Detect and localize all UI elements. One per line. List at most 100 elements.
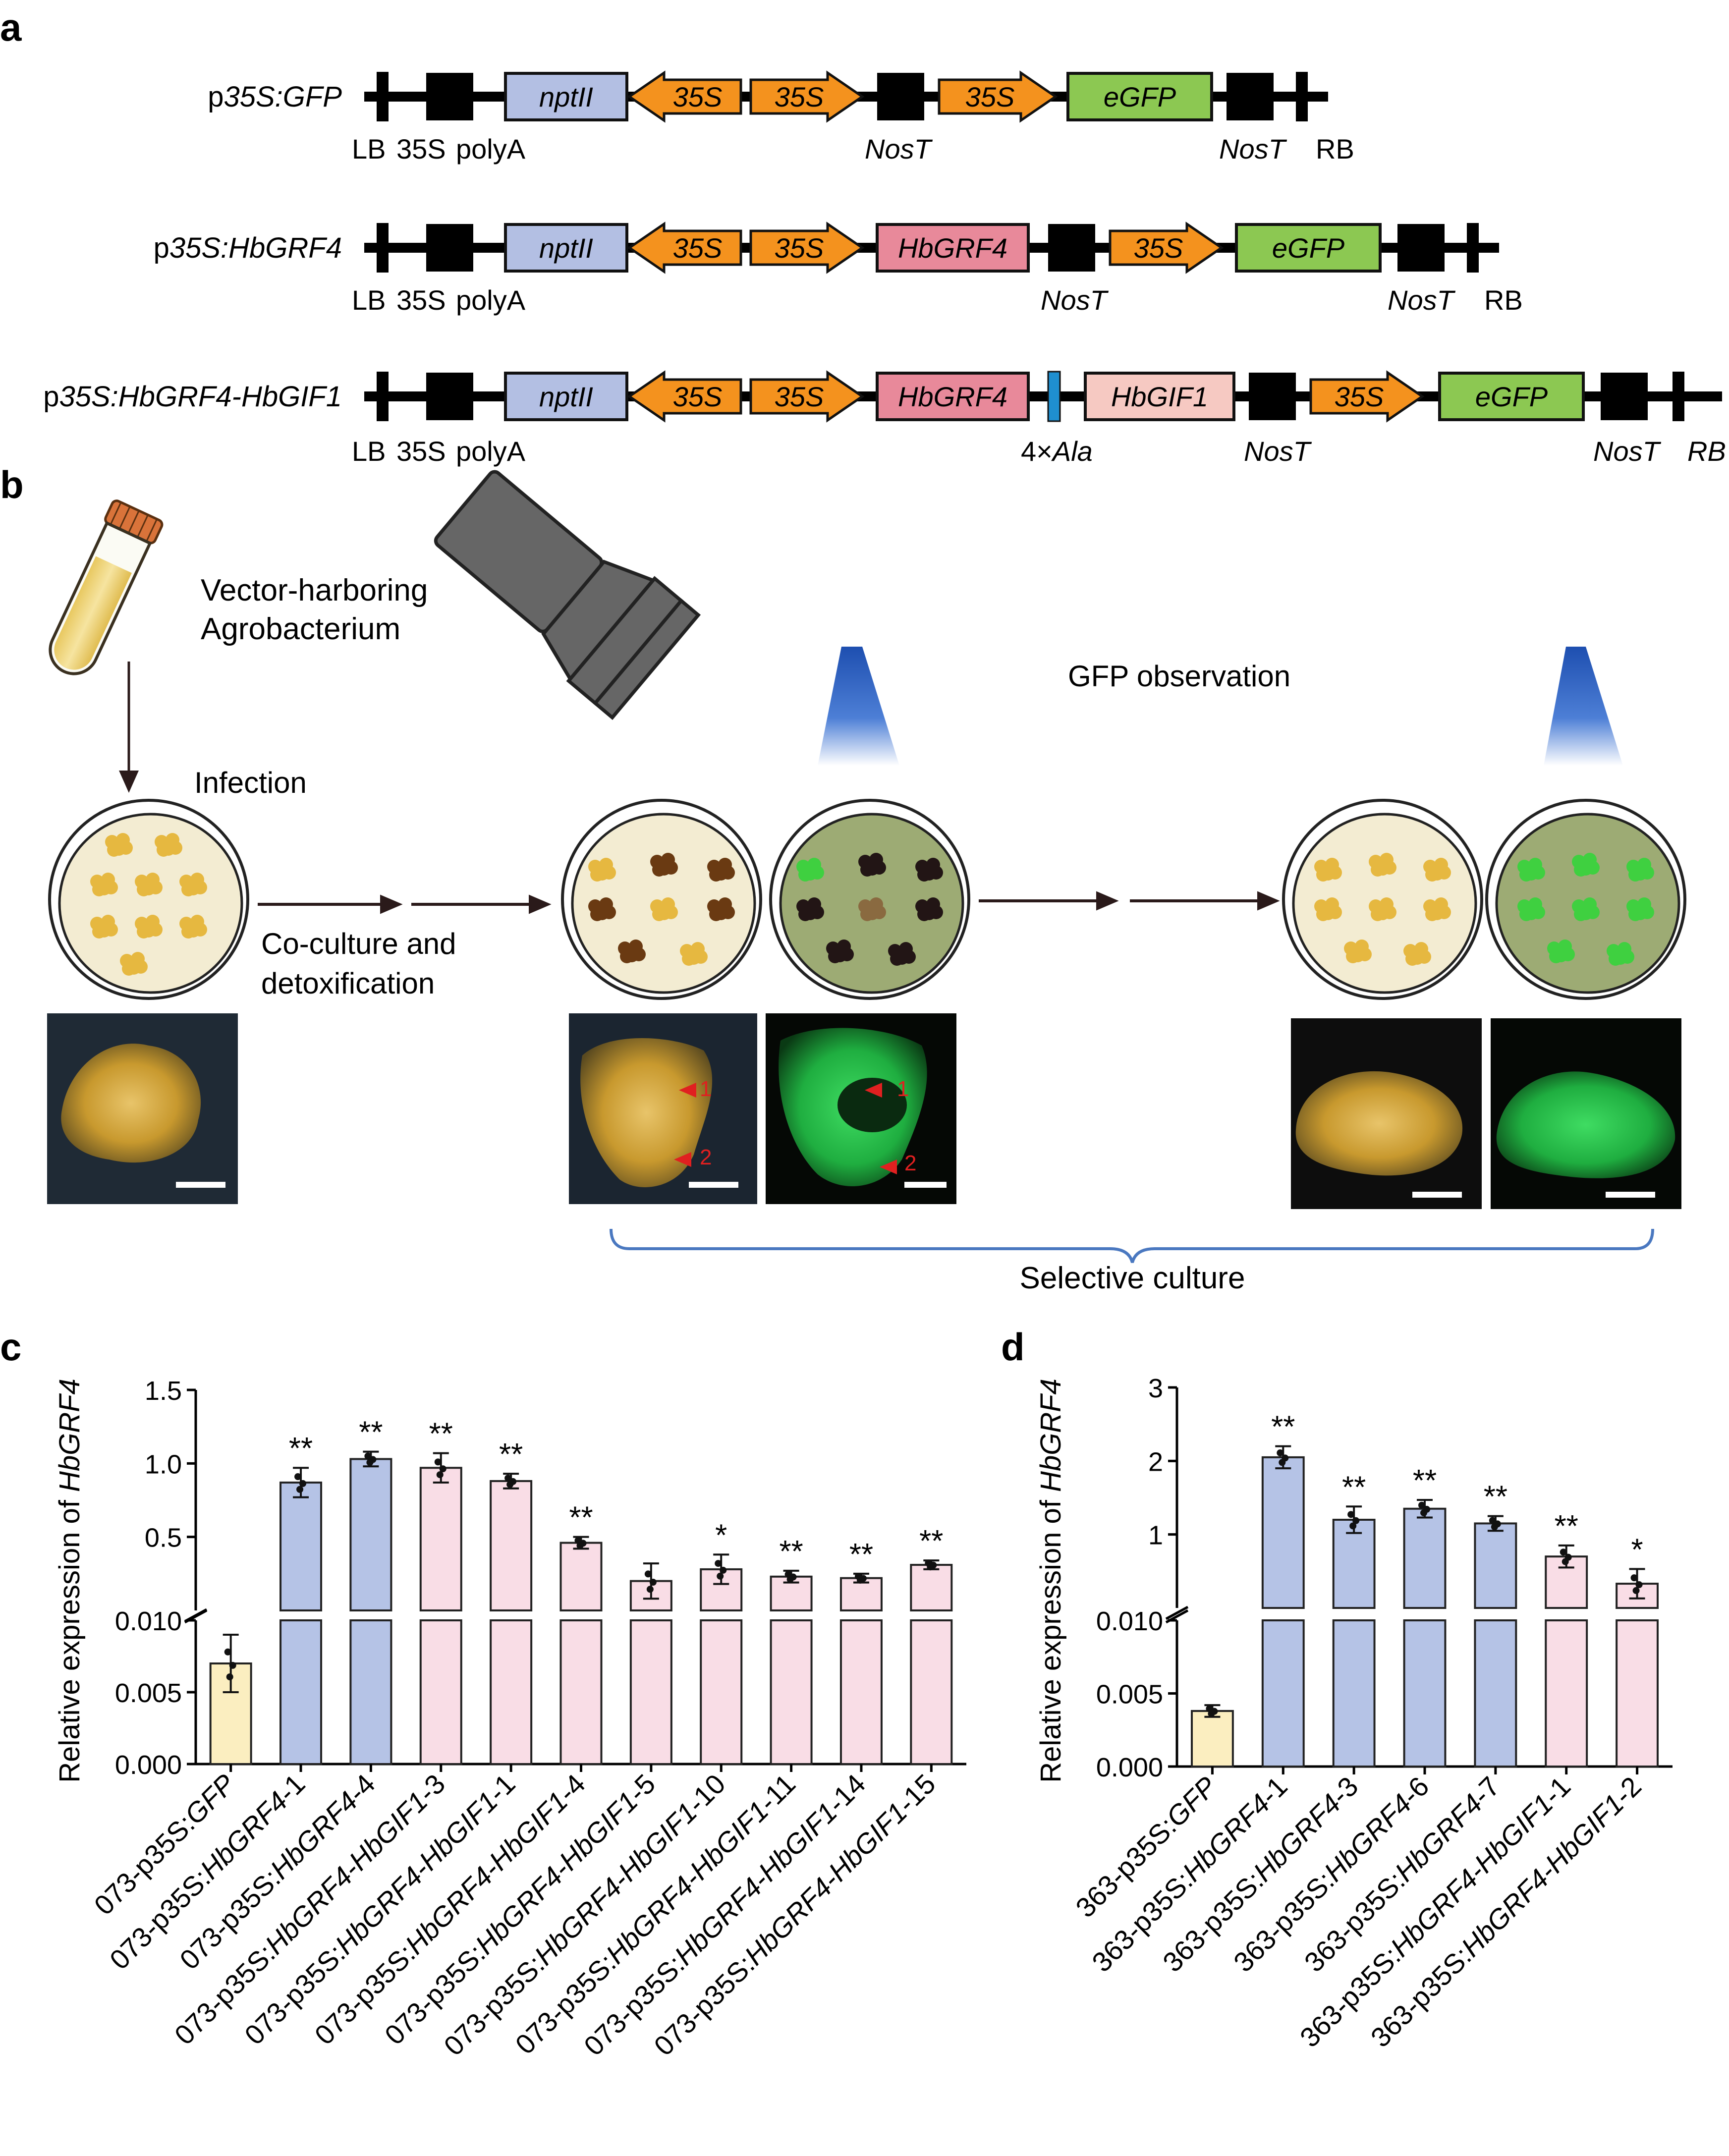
callus-lobe: [1383, 905, 1396, 919]
callus-clump: [1369, 853, 1396, 877]
flashlight-icon: [434, 470, 701, 720]
bar-lower: [1261, 1619, 1305, 1768]
callus-lobe: [1405, 952, 1419, 966]
data-point: [717, 1572, 724, 1580]
callus-clump: [1626, 897, 1654, 921]
y-axis-label: Relative expression of HbGRF4: [1035, 1379, 1067, 1783]
bar-lower: [490, 1619, 533, 1765]
data-point: [1420, 1509, 1427, 1517]
callus-clump: [588, 897, 616, 921]
bar-lower: [629, 1619, 672, 1765]
y-tick-label: 1.0: [145, 1449, 182, 1479]
data-point: [226, 1673, 233, 1681]
callus-lobe: [107, 843, 121, 857]
egfp-box: [1235, 223, 1382, 273]
nptii-box: [504, 372, 628, 421]
callus-clump: [588, 858, 616, 882]
bar-lower: [839, 1619, 883, 1765]
marker-2-bright: 2: [700, 1145, 712, 1169]
significance-mark: **: [849, 1538, 873, 1572]
data-point: [576, 1542, 584, 1549]
panel-c-letter: c: [0, 1325, 21, 1369]
callus-lobe: [1586, 861, 1600, 875]
significance-mark: **: [359, 1416, 383, 1450]
callus-clump: [826, 940, 854, 963]
axis-break-mark: [1165, 1605, 1189, 1620]
nptii-box: [504, 223, 628, 273]
callus-lobe: [828, 949, 842, 963]
callus-clump: [1607, 942, 1634, 966]
data-point: [506, 1481, 514, 1488]
gfp-observation-label: GFP observation: [1068, 660, 1290, 693]
callus-lobe: [664, 861, 678, 875]
callus-clump: [105, 833, 133, 857]
callus-lobe: [168, 841, 182, 855]
construct-name-part: 35S:HbGRF4-HbGIF1: [59, 381, 342, 413]
callus-clump: [680, 942, 708, 966]
border-tick: [377, 72, 389, 121]
significance-mark: **: [1271, 1410, 1295, 1444]
promoter-35s-label: 35S: [1335, 381, 1384, 412]
panel-b: b Vector-harboring Agrobacterium Infecti…: [0, 463, 1686, 1295]
callus-clump: [796, 897, 824, 921]
construct-name-part: 35S:GFP: [223, 81, 342, 113]
callus-lobe: [137, 883, 151, 896]
hbgif1-box-label: HbGIF1: [1111, 381, 1208, 412]
significance-mark: **: [429, 1417, 453, 1451]
callus-lobe: [917, 907, 931, 921]
callus-lobe: [1519, 907, 1533, 921]
nost-label-2a: NosT: [1041, 284, 1109, 316]
petri-dish-coculture-gfp: [769, 799, 970, 1000]
bar-lower: [770, 1619, 813, 1765]
callus-clump: [1517, 858, 1545, 882]
significance-mark: **: [1555, 1509, 1578, 1544]
y-tick-label: 0.005: [115, 1678, 182, 1708]
callus-lobe: [860, 907, 874, 921]
callus-lobe: [620, 949, 634, 963]
callus-lobe: [104, 923, 118, 937]
marker-1-bright: 1: [700, 1077, 712, 1101]
construct-name-part: p: [154, 232, 169, 264]
callus-clump: [650, 853, 678, 877]
data-point: [1562, 1558, 1569, 1565]
petri-dish-coculture-bright: [561, 799, 762, 1000]
nost-label-3a: NosT: [1244, 436, 1312, 467]
data-point: [434, 1458, 442, 1466]
callus-photo-selected-bright: [1291, 1018, 1482, 1209]
significance-mark: **: [289, 1432, 313, 1466]
callus-clump: [179, 873, 207, 896]
promoter-35s-arrow-right: [938, 70, 1058, 123]
callus-clump: [1403, 942, 1431, 966]
y-tick-label: 0.005: [1096, 1680, 1163, 1710]
data-point: [1630, 1574, 1638, 1582]
y-tick-label: 0.000: [1096, 1753, 1163, 1782]
callus-lobe: [149, 881, 163, 894]
nost-terminator-block: [426, 73, 473, 120]
polya-label-2: polyA: [456, 284, 526, 316]
panel-d-letter: d: [1001, 1325, 1025, 1369]
promoter-35s-arrow-left: [627, 70, 742, 123]
promoter-35s-label: 35S: [775, 232, 824, 264]
data-point: [1560, 1548, 1567, 1556]
y-tick-label: 0.5: [145, 1523, 182, 1553]
y-axis-label-gene: HbGRF4: [54, 1379, 86, 1492]
data-point: [436, 1471, 444, 1479]
callus-lobe: [1371, 863, 1385, 877]
callus-lobe: [1628, 907, 1642, 921]
data-point: [1632, 1587, 1640, 1594]
callus-lobe: [1383, 861, 1396, 875]
infection-label: Infection: [194, 766, 307, 799]
bar-lower: [1403, 1619, 1447, 1768]
construct-name-3: p35S:HbGRF4-HbGIF1: [43, 381, 342, 413]
data-point: [856, 1576, 864, 1584]
nost-terminator-block: [1397, 224, 1445, 272]
significance-mark: **: [779, 1535, 803, 1569]
callus-lobe: [149, 923, 163, 937]
construct-name-2: p35S:HbGRF4: [154, 232, 342, 264]
lb-label-1: LB: [352, 133, 386, 165]
promoter-35s-label: 35S: [965, 81, 1015, 112]
callus-lobe: [1328, 866, 1342, 880]
lb-label-2: LB: [352, 284, 386, 316]
